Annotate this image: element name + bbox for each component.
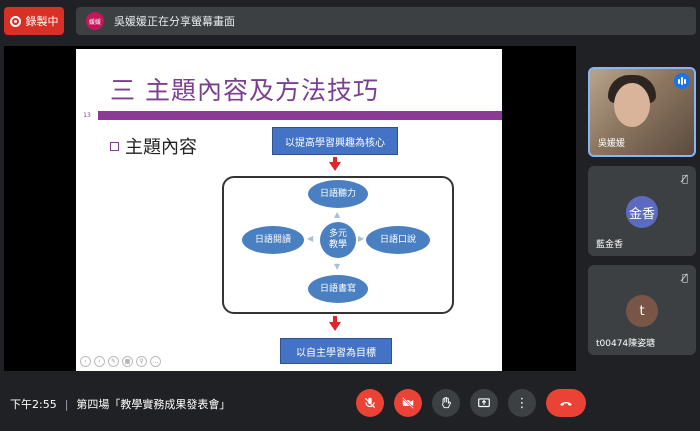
cycle-item-bottom: 日語書寫 (308, 275, 368, 303)
flow-bottom-box: 以自主學習為目標 (280, 338, 392, 364)
hangup-icon (560, 401, 572, 406)
presentation-stage: 三 主題內容及方法技巧 13 主題內容 以提高學習興趣為核心 日語聽力 日語閱讀… (4, 46, 576, 371)
zoom-icon[interactable]: ⚲ (136, 356, 147, 367)
video-person-face (614, 83, 650, 127)
present-screen-button[interactable] (470, 389, 498, 417)
leave-call-button[interactable] (546, 389, 586, 417)
participant-name: 藍金香 (596, 240, 624, 250)
call-controls: ⋮ (356, 389, 586, 417)
pen-icon[interactable]: ✎ (108, 356, 119, 367)
participant-name: t00474陳姿瑭 (596, 339, 656, 349)
cycle-arrow-down-icon: ▼ (334, 262, 341, 271)
meeting-info-separator: | (64, 397, 69, 411)
participant-tile[interactable]: 吳媛媛 (588, 67, 696, 157)
arrow-shaft (333, 157, 337, 163)
cycle-item-right: 日語口說 (366, 226, 430, 254)
participant-avatar: 金香 (626, 196, 658, 228)
cycle-arrow-up-icon: ▲ (334, 210, 341, 219)
slide-title-bar (76, 111, 502, 120)
arrow-down-icon (329, 162, 341, 171)
cycle-item-left: 日語閱讀 (242, 226, 304, 254)
bullet-square-icon (110, 141, 119, 151)
cycle-arrow-left-icon: ◀ (307, 234, 314, 243)
share-banner-text: 吳媛媛正在分享螢幕畫面 (114, 15, 235, 28)
mic-off-icon: 🎙̸ (681, 174, 688, 185)
arrow-shaft (333, 316, 337, 322)
slide-subheading-text: 主題內容 (125, 137, 197, 158)
more-vertical-icon: ⋮ (515, 395, 529, 411)
raise-hand-button[interactable] (432, 389, 460, 417)
meeting-time: 下午2:55 (10, 398, 57, 411)
more-icon[interactable]: … (150, 356, 161, 367)
flow-top-box: 以提高學習興趣為核心 (272, 127, 398, 155)
recording-button[interactable]: 錄製中 (4, 7, 64, 35)
cycle-arrow-right-icon: ▶ (358, 234, 365, 243)
recording-label: 錄製中 (25, 15, 59, 28)
slide-toolbar: ‹ › ✎ ▦ ⚲ … (80, 356, 161, 367)
participant-tile[interactable]: 🎙̸ 金香 藍金香 (588, 166, 696, 256)
next-slide-icon[interactable]: › (94, 356, 105, 367)
meeting-info: 下午2:55 | 第四場「教學實務成果發表會」 (10, 396, 230, 412)
meeting-title: 第四場「教學實務成果發表會」 (76, 398, 231, 411)
hand-icon (441, 396, 451, 409)
screen-share-banner: 媛媛 吳媛媛正在分享螢幕畫面 (76, 7, 696, 35)
camera-off-icon (402, 397, 414, 409)
slide-page-number: 13 (76, 111, 100, 120)
grid-icon[interactable]: ▦ (122, 356, 133, 367)
slide-title: 三 主題內容及方法技巧 (110, 76, 379, 105)
presenter-avatar: 媛媛 (86, 12, 104, 30)
prev-slide-icon[interactable]: ‹ (80, 356, 91, 367)
mic-off-icon (364, 397, 376, 409)
present-icon (478, 398, 490, 408)
record-icon (9, 15, 21, 27)
cycle-item-center: 多元 教學 (320, 222, 356, 258)
more-options-button[interactable]: ⋮ (508, 389, 536, 417)
slide-subheading: 主題內容 (110, 133, 197, 159)
camera-toggle-button[interactable] (394, 389, 422, 417)
arrow-down-icon (329, 322, 341, 331)
teaching-cycle-box: 日語聽力 日語閱讀 多元 教學 日語口說 日語書寫 ▲ ▼ ◀ ▶ (222, 176, 454, 314)
participant-tile[interactable]: 🎙̸ t t00474陳姿瑭 (588, 265, 696, 355)
participant-name: 吳媛媛 (598, 139, 626, 149)
speaking-indicator-icon (674, 73, 690, 89)
cycle-item-top: 日語聽力 (308, 180, 368, 208)
mic-off-icon: 🎙̸ (681, 273, 688, 284)
participant-avatar: t (626, 295, 658, 327)
mic-toggle-button[interactable] (356, 389, 384, 417)
presentation-slide: 三 主題內容及方法技巧 13 主題內容 以提高學習興趣為核心 日語聽力 日語閱讀… (76, 49, 502, 371)
